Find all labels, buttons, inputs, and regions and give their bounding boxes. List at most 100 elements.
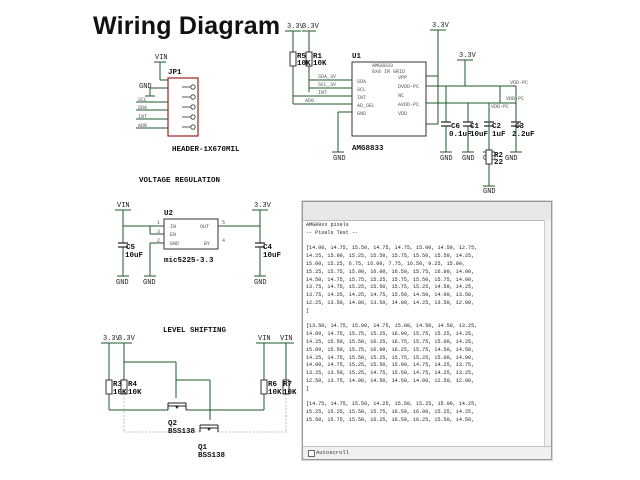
serial-monitor-footer: Autoscroll [303,446,551,459]
serial-line: [13.50, 14.75, 15.00, 14.75, 15.00, 14.5… [306,323,478,330]
r4-ref: R4 [128,381,138,389]
sensor-u1: U1 AMG8833 8x8 IR GRID SDA SCL INT AD_SE… [292,22,528,163]
u2-num-4: 4 [222,238,225,244]
serial-line: 15.50, 15.75, 15.50, 16.25, 16.50, 16.25… [306,416,475,423]
serial-line: AMG88xx pixels [306,222,349,228]
pullups: 3.3V 3.3V R5 10K R1 10K [285,23,327,100]
u1-ref: U1 [352,53,362,61]
serial-line: 14.25, 14.75, 15.50, 15.25, 15.75, 15.25… [306,354,475,361]
c3-ref: C3 [515,123,525,131]
section-level-shifting: LEVEL SHIFTING [163,327,227,335]
serial-line [306,394,544,402]
c4-value: 10uF [263,252,282,260]
serial-line: 14.25, 15.00, 15.25, 15.50, 15.75, 15.50… [306,253,475,260]
net-scl3v: SCL_3V [318,82,336,88]
serial-line [306,238,544,246]
q1-ref: Q1 [198,444,208,452]
autoscroll-checkbox[interactable] [308,450,315,457]
q1-part: BSS138 [198,452,226,460]
u2-ref: U2 [164,210,174,218]
autoscroll-label: Autoscroll [316,449,350,456]
serial-line: 14.00, 14.75, 15.25, 15.50, 15.00, 14.75… [306,362,475,369]
serial-line: [14.75, 14.75, 15.50, 14.25, 15.50, 15.2… [306,401,478,408]
u2-part: mic5225-3.3 [164,257,214,265]
q2-part: BSS138 [168,428,196,436]
u1-pin-vdd: VDD [398,111,407,117]
jp1-part: HEADER-1X670MIL [172,146,240,154]
net-ad0: AD0 [305,98,314,104]
c6-value: 0.1uF [449,131,472,139]
q2-ref: Q2 [168,420,178,428]
r3-ref: R3 [113,381,123,389]
u1-pin-dvdd: DVDD-PC [398,84,419,90]
serial-line: 13.75, 14.75, 15.25, 15.50, 15.75, 15.25… [306,284,475,291]
u2-pin-en: EN [170,232,176,238]
u1-pin-int: INT [357,95,366,101]
ls-rail-vin-a: VIN [258,335,271,343]
serial-output[interactable]: AMG88xx pixels-- Pixels Test -- [14.00, 1… [306,222,544,446]
c1-ref: C1 [470,123,480,131]
serial-line: [14.00, 14.75, 15.50, 14.75, 14.75, 15.0… [306,245,478,252]
r2-value: 22 [494,159,504,167]
resistor-r2: 3.3V R2 22 GND [457,52,504,196]
net-sda3v: SDA_3V [318,74,336,80]
u2-pin-in: IN [170,224,176,230]
jp1-pin-scl: SCL [138,97,147,103]
u2-pin-by: BY [204,241,210,247]
u1-pin-scl: SCL [357,87,366,93]
regulator-u2: U2 IN EN GND OUT BY 1 3 2 5 4 mic5225-3.… [115,202,282,287]
serial-line [306,316,544,324]
serial-line: ] [306,307,310,314]
u1-chip-name: AMG8833 [372,63,393,69]
jp1-pin-adr: ADR [138,123,147,129]
c5-ref: C5 [126,244,136,252]
c5-value: 10uF [125,252,144,260]
r1-value: 10K [313,60,327,68]
serial-line: 12.25, 13.50, 14.00, 13.50, 14.00, 14.25… [306,299,475,306]
r5-ref: R5 [297,53,307,61]
u1-pin-vpp: VPP [398,75,407,81]
u2-pin-out: OUT [200,224,209,230]
serial-line: 12.50, 13.75, 14.00, 14.50, 14.50, 14.00… [306,377,475,384]
c3-value: 2.2uF [512,131,535,139]
serial-line: 15.25, 15.75, 15.00, 16.00, 16.50, 15.75… [306,268,475,275]
r5-value: 10K [297,60,311,68]
u2-num-2: 2 [157,238,160,244]
mosfet-q2 [167,402,187,410]
serial-line: 13.25, 13.50, 15.25, 14.75, 15.50, 14.75… [306,370,475,377]
r7-value: 10K [283,389,297,397]
serial-line: 15.25, 15.25, 15.50, 15.75, 16.50, 16.00… [306,409,475,416]
serial-monitor-window: AMG88xx pixels-- Pixels Test -- [14.00, 1… [302,201,552,460]
u1-pin-sda: SDA [357,79,366,85]
u1-pin-gnd: GND [357,111,366,117]
serial-line: 15.00, 15.25, 6.75, 16.00, 7.75, 16.50, … [306,260,465,267]
u1-supply: 3.3V [432,22,450,30]
u2-vin-label: VIN [117,202,130,210]
vdd-pc-1: VDD-PC [506,96,524,102]
serial-scrollbar[interactable] [544,220,551,448]
r6-value: 10K [268,389,282,397]
jp1-gnd-label: GND [139,83,152,91]
jp1-pin-int: INT [138,114,147,120]
header-jp1: JP1 VIN GND SCL SDA INT AD [136,54,240,154]
jp1-pins [182,84,196,130]
serial-line: -- Pixels Test -- [306,229,358,236]
vdd-pc-top: VDD-PC [510,80,528,86]
c6-ref: C6 [451,123,461,131]
u1-pin-adsel: AD_SEL [357,103,375,109]
ls-rail-33-a: 3.3V [103,335,121,343]
c3-gnd: GND [505,155,518,163]
u2-num-1: 1 [157,220,160,226]
jp1-body [167,77,199,137]
serial-monitor-toolbar [303,202,551,221]
serial-line: ] [306,385,310,392]
r2-rail: 3.3V [459,52,477,60]
r5-rail: 3.3V [287,23,305,31]
net-int: INT [318,90,327,96]
u2-pin-gnd: GND [170,241,179,247]
vdd-pc-2: VDD-PC [491,104,509,110]
level-shifter: 3.3V 3.3V VIN VIN R3 10K R4 10K R6 10K R… [101,335,297,460]
page-title: Wiring Diagram [93,12,281,40]
u1-pin-nc: NC [398,93,404,99]
c6-gnd: GND [440,155,453,163]
